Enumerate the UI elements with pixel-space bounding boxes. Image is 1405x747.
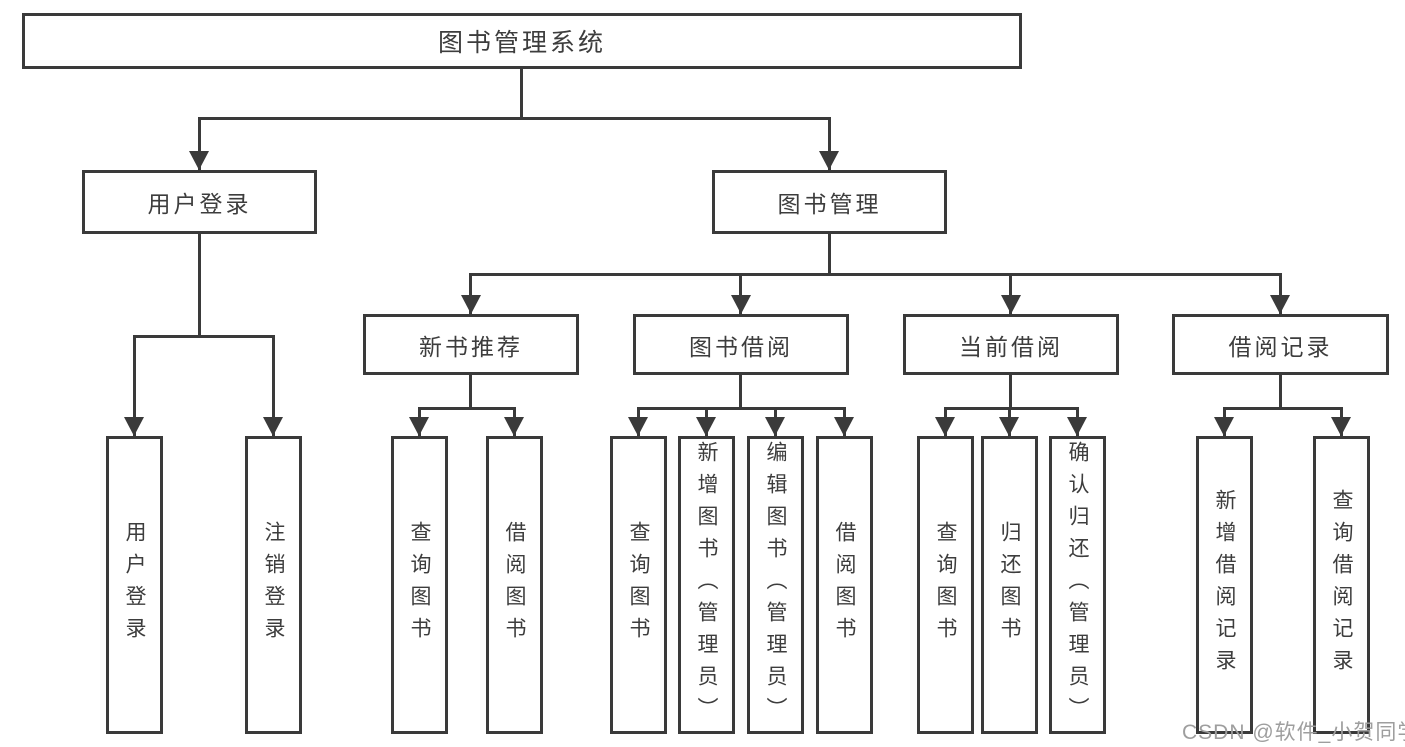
- connector-stem: [739, 375, 742, 410]
- connector-stem: [1279, 375, 1282, 410]
- leaf-label: 新增借阅记录: [1213, 489, 1236, 681]
- node-label: 图书管理系统: [437, 29, 606, 57]
- leaf-query-books-current: 查询图书: [917, 436, 974, 734]
- connector-book-management-stem: [828, 234, 831, 276]
- arrowhead-down-icon: [1001, 295, 1021, 314]
- node-book-borrowing: 图书借阅: [633, 314, 849, 375]
- csdn-watermark: CSDN @软件_小贺同学: [1182, 721, 1405, 744]
- leaf-label: 新增图书（管理员）: [695, 441, 718, 729]
- connector-drop: [1279, 273, 1282, 314]
- arrowhead-down-icon: [731, 295, 751, 314]
- leaf-logout: 注销登录: [245, 436, 302, 734]
- connector-branch: [637, 407, 846, 410]
- leaf-label: 查询借阅记录: [1330, 489, 1353, 681]
- arrowhead-down-icon: [935, 417, 955, 436]
- leaf-label: 归还图书: [998, 521, 1021, 649]
- leaf-user-login: 用户登录: [106, 436, 163, 734]
- arrowhead-down-icon: [1067, 417, 1087, 436]
- leaf-label: 注销登录: [262, 521, 285, 649]
- leaf-add-borrow-record: 新增借阅记录: [1196, 436, 1253, 734]
- leaf-query-books-recommend: 查询图书: [391, 436, 448, 734]
- connector-stem: [469, 375, 472, 410]
- node-user-login: 用户登录: [82, 170, 317, 234]
- arrowhead-down-icon: [461, 295, 481, 314]
- node-label: 借阅记录: [1228, 333, 1333, 360]
- connector-drop: [1009, 273, 1012, 314]
- node-book-management: 图书管理: [712, 170, 947, 234]
- leaf-label: 借阅图书: [833, 521, 856, 649]
- leaf-query-borrow-record: 查询借阅记录: [1313, 436, 1370, 734]
- leaf-label: 查询图书: [934, 521, 957, 649]
- node-library-management-system: 图书管理系统: [22, 13, 1022, 69]
- node-label: 当前借阅: [959, 333, 1063, 360]
- node-label: 图书借阅: [689, 333, 793, 360]
- connector-user-login-stem: [198, 234, 201, 338]
- connector-stem: [1009, 375, 1012, 410]
- connector-branch: [944, 407, 1079, 410]
- connector-drop: [272, 335, 275, 436]
- connector-drop: [133, 335, 136, 436]
- node-label: 用户登录: [147, 191, 252, 217]
- leaf-confirm-return-admin: 确认归还（管理员）: [1049, 436, 1106, 734]
- connector-branch: [418, 407, 516, 410]
- leaf-label: 确认归还（管理员）: [1066, 441, 1089, 729]
- leaf-label: 编辑图书（管理员）: [764, 441, 787, 729]
- arrowhead-down-icon: [1331, 417, 1351, 436]
- arrowhead-down-icon: [696, 417, 716, 436]
- arrowhead-down-icon: [124, 417, 144, 436]
- connector-root-stem: [520, 69, 523, 118]
- arrowhead-down-icon: [409, 417, 429, 436]
- leaf-query-books-borrowing: 查询图书: [610, 436, 667, 734]
- leaf-borrow-books: 借阅图书: [816, 436, 873, 734]
- leaf-borrow-books-recommend: 借阅图书: [486, 436, 543, 734]
- arrowhead-down-icon: [504, 417, 524, 436]
- connector-drop: [828, 117, 831, 170]
- leaf-label: 借阅图书: [503, 521, 526, 649]
- leaf-edit-books-admin: 编辑图书（管理员）: [747, 436, 804, 734]
- leaf-add-books-admin: 新增图书（管理员）: [678, 436, 735, 734]
- connector-drop: [198, 117, 201, 170]
- arrowhead-down-icon: [834, 417, 854, 436]
- connector-level2-branch: [198, 117, 831, 120]
- connector-drop: [469, 273, 472, 314]
- arrowhead-down-icon: [189, 151, 209, 170]
- arrowhead-down-icon: [999, 417, 1019, 436]
- connector-drop: [739, 273, 742, 314]
- arrowhead-down-icon: [1270, 295, 1290, 314]
- node-current-borrowing: 当前借阅: [903, 314, 1119, 375]
- connector-branch: [1223, 407, 1343, 410]
- node-label: 图书管理: [777, 191, 882, 217]
- connector-user-login-branch: [133, 335, 275, 338]
- connector-level3-branch: [469, 273, 1282, 276]
- arrowhead-down-icon: [819, 151, 839, 170]
- arrowhead-down-icon: [765, 417, 785, 436]
- node-borrowing-records: 借阅记录: [1172, 314, 1389, 375]
- arrowhead-down-icon: [1214, 417, 1234, 436]
- arrowhead-down-icon: [628, 417, 648, 436]
- leaf-return-books: 归还图书: [981, 436, 1038, 734]
- arrowhead-down-icon: [263, 417, 283, 436]
- leaf-label: 查询图书: [408, 521, 431, 649]
- node-new-book-recommend: 新书推荐: [363, 314, 579, 375]
- leaf-label: 用户登录: [123, 521, 146, 649]
- node-label: 新书推荐: [419, 333, 523, 360]
- leaf-label: 查询图书: [627, 521, 650, 649]
